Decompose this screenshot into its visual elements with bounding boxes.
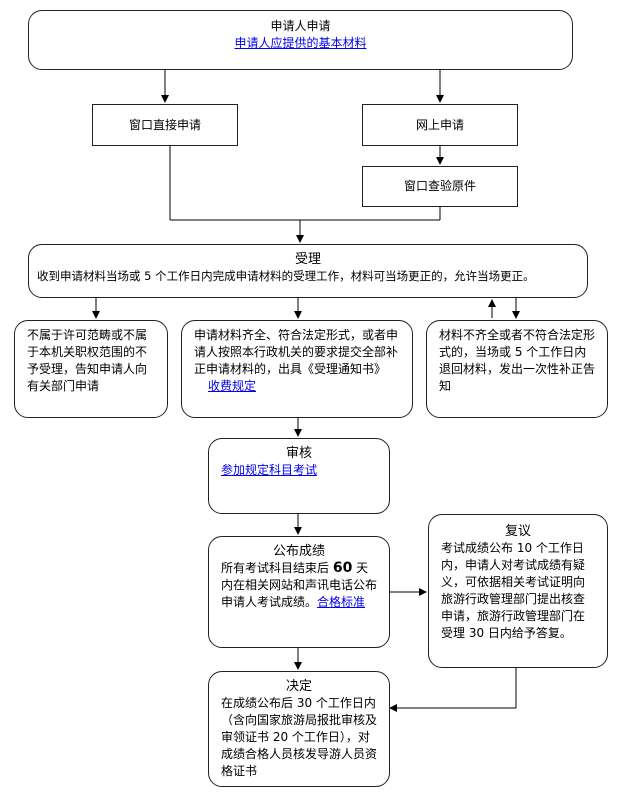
pass-standard-link[interactable]: 合格标准 [317,595,366,609]
window-verify-box: 窗口查验原件 [362,166,518,207]
accept-text: 收到申请材料当场或 5 个工作日内完成申请材料的受理工作，材料可当场更正的，允许… [37,269,535,283]
window-apply-box: 窗口直接申请 [92,104,238,146]
reject-box: 不属于许可范畴或不属于本机关职权范围的不予受理，告知申请人向有关部门申请 [14,320,168,418]
fee-rules-link[interactable]: 收费规定 [208,379,257,393]
apply-box: 申请人申请 申请人应提供的基本材料 [28,10,573,70]
publish-box: 公布成绩 所有考试科目结束后 60 天内在相关网站和声讯电话公布申请人考试成绩。… [208,536,390,648]
reject-text: 不属于许可范畴或不属于本机关职权范围的不予受理，告知申请人向有关部门申请 [27,328,148,393]
exam-subjects-link[interactable]: 参加规定科目考试 [221,463,318,477]
decision-title: 决定 [285,679,312,694]
publish-text-post: 天内在相关网站和声讯电话公布申请人考试成绩。 [221,561,378,609]
reconsider-text: 考试成绩公布 10 个工作日内，申请人对考试成绩有疑义，可依据相关考试证明向旅游… [441,541,586,640]
online-apply-label: 网上申请 [415,118,464,132]
publish-title: 公布成绩 [272,544,325,559]
accept-notice-box: 申请材料齐全、符合法定形式，或者申请人按照本行政机关的要求提交全部补正申请材料的… [181,320,413,418]
decision-box: 决定 在成绩公布后 30 个工作日内（含向国家旅游局报批审核及审领证书 20 个… [208,671,390,787]
online-apply-box: 网上申请 [362,104,518,146]
window-verify-label: 窗口查验原件 [403,179,476,193]
window-apply-label: 窗口直接申请 [128,118,201,132]
reconsider-box: 复议 考试成绩公布 10 个工作日内，申请人对考试成绩有疑义，可依据相关考试证明… [428,514,608,668]
apply-title: 申请人申请 [270,19,331,33]
reconsider-title: 复议 [504,524,531,539]
accept-notice-text: 申请材料齐全、符合法定形式，或者申请人按照本行政机关的要求提交全部补正申请材料的… [194,328,399,376]
incomplete-box: 材料不齐全或者不符合法定形式的，当场或 5 个工作日内退回材料，发出一次性补正告… [426,320,608,418]
incomplete-text: 材料不齐全或者不符合法定形式的，当场或 5 个工作日内退回材料，发出一次性补正告… [439,328,596,393]
review-box: 审核 参加规定科目考试 [208,438,390,514]
accept-title: 受理 [294,252,321,267]
apply-materials-link[interactable]: 申请人应提供的基本材料 [234,36,367,50]
review-title: 审核 [285,446,312,461]
decision-text: 在成绩公布后 30 个工作日内（含向国家旅游局报批审核及审领证书 20 个工作日… [221,696,378,778]
publish-text-pre: 所有考试科目结束后 [221,561,333,575]
publish-days: 60 [332,560,353,576]
accept-box: 受理 收到申请材料当场或 5 个工作日内完成申请材料的受理工作，材料可当场更正的… [28,244,588,298]
